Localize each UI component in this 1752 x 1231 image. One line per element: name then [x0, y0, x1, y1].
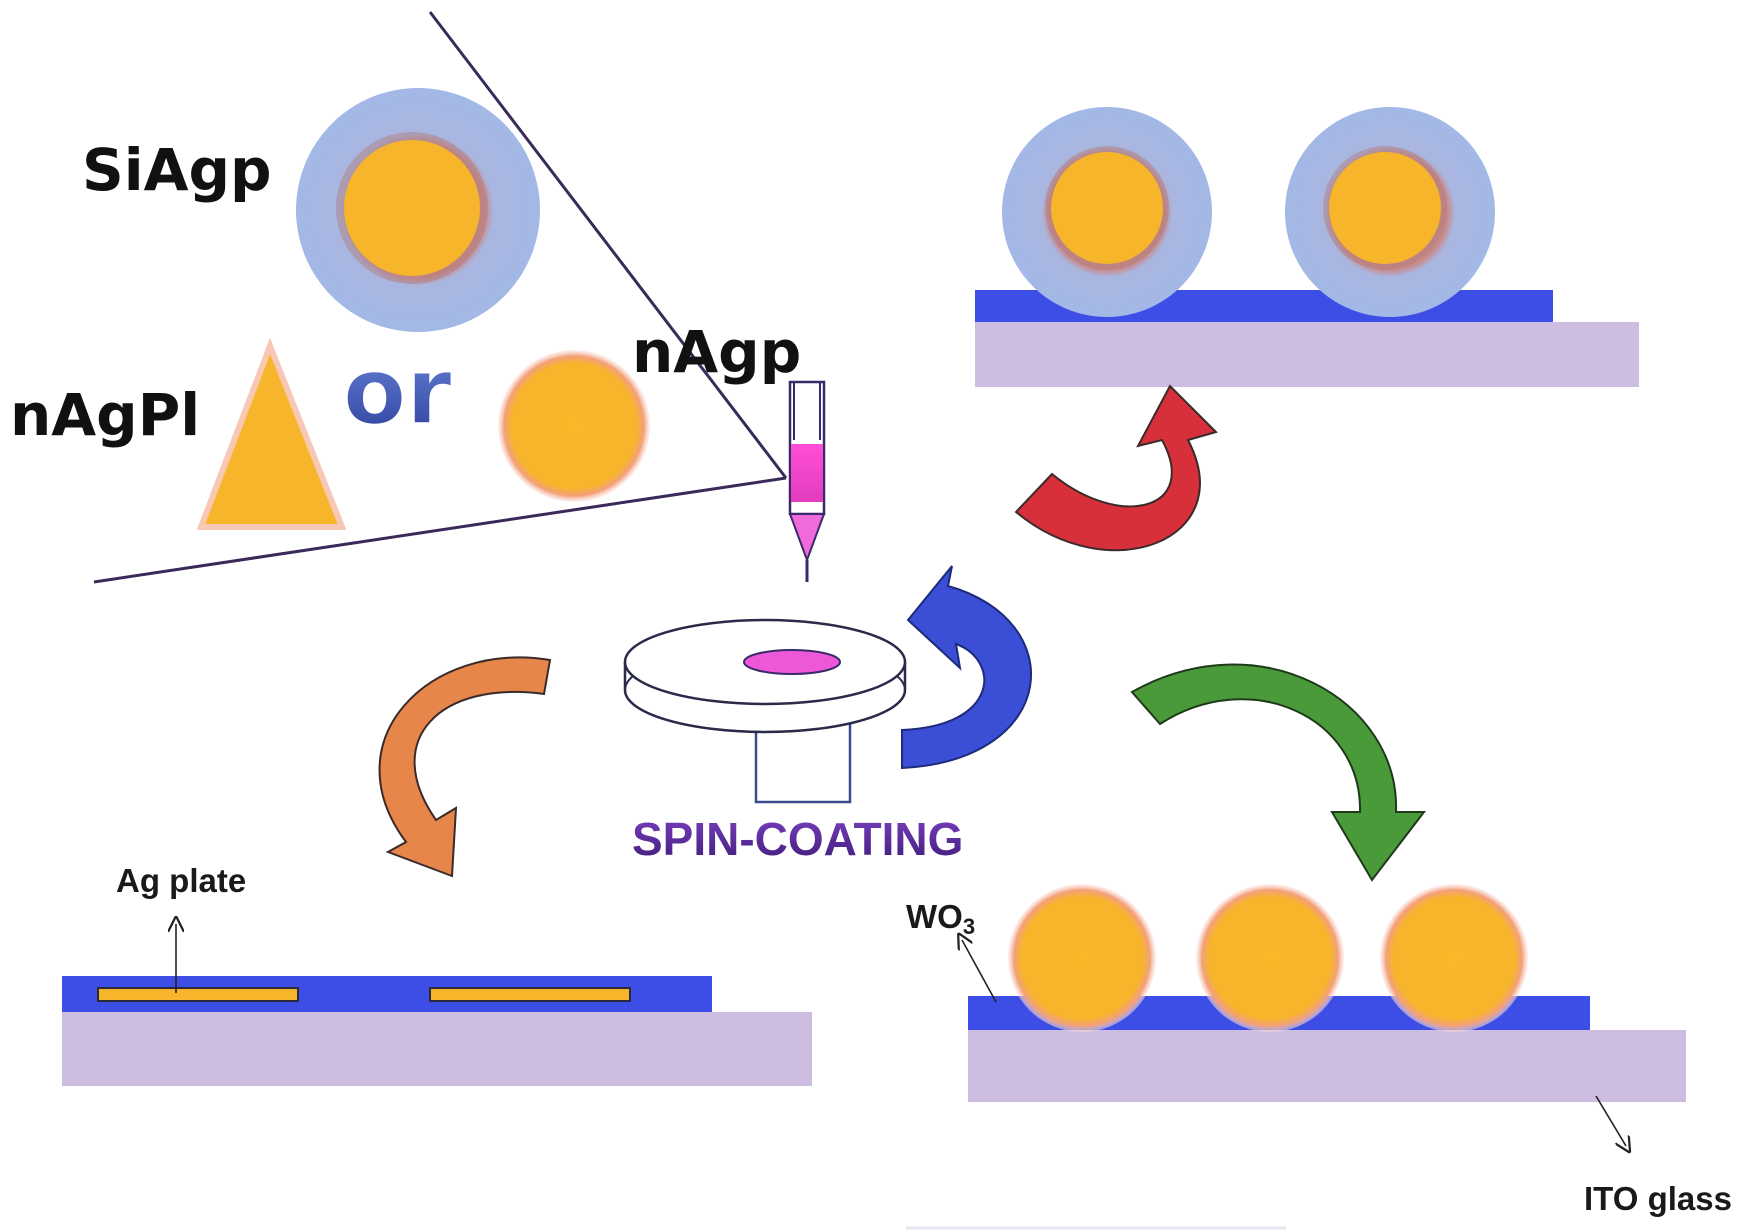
syringe-icon [788, 380, 826, 582]
siagp-film [975, 107, 1639, 387]
rotation-arrow [901, 565, 1032, 770]
ito-pointer [1595, 1095, 1626, 1146]
wo3-label: WO3 [906, 898, 975, 939]
wo3-pointer [962, 940, 997, 1003]
arrow-to-nagp-film [1130, 663, 1427, 882]
or-label: or [343, 338, 452, 445]
ito-glass-label: ITO glass [1584, 1180, 1732, 1217]
agplate-film [62, 976, 812, 1086]
ag-plate-label: Ag plate [116, 862, 246, 899]
siagp-label: SiAgp [82, 136, 272, 204]
wedge-line-upper [428, 11, 788, 479]
nagp-sphere [498, 350, 650, 502]
nagpl-triangle [196, 337, 347, 530]
spin-coating-label: SPIN-COATING [632, 813, 963, 865]
siagp-particle [296, 88, 540, 332]
nagpl-label: nAgPl [10, 381, 200, 449]
spin-coater-icon [623, 618, 907, 804]
nagp-label: nAgp [632, 318, 801, 386]
wedge-line-lower [93, 476, 787, 584]
arrow-to-siagp-film [1014, 384, 1218, 552]
nagp-film [968, 884, 1686, 1102]
arrow-to-nagpl-film [378, 656, 552, 878]
